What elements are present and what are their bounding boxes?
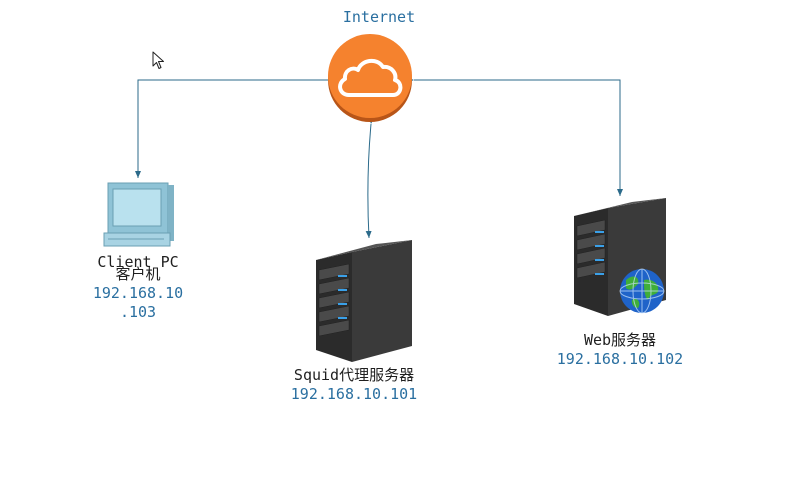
client-name-label: Client PC <box>97 253 179 271</box>
squid-name-label: Squid代理服务器 <box>293 366 415 384</box>
server-tower-icon[interactable] <box>316 238 414 362</box>
cloud-icon[interactable] <box>325 33 415 125</box>
mouse-cursor-icon <box>152 51 164 69</box>
client-internet-connector <box>135 77 335 178</box>
client-ip-line1: 192.168.10 <box>92 284 184 302</box>
desktop-computer-icon[interactable] <box>102 181 178 249</box>
web-ip-label: 192.168.10.102 <box>556 350 684 368</box>
internet-web-connector <box>407 77 623 196</box>
web-server-globe-icon[interactable] <box>574 196 668 316</box>
web-name-label: Web服务器 <box>583 331 657 349</box>
client-ip-line2: .103 <box>119 303 157 321</box>
internet-squid-connector <box>365 116 375 239</box>
squid-ip-label: 192.168.10.101 <box>290 385 418 403</box>
internet-label: Internet <box>342 8 416 26</box>
client-subtitle-label: 客户机 <box>115 265 161 283</box>
